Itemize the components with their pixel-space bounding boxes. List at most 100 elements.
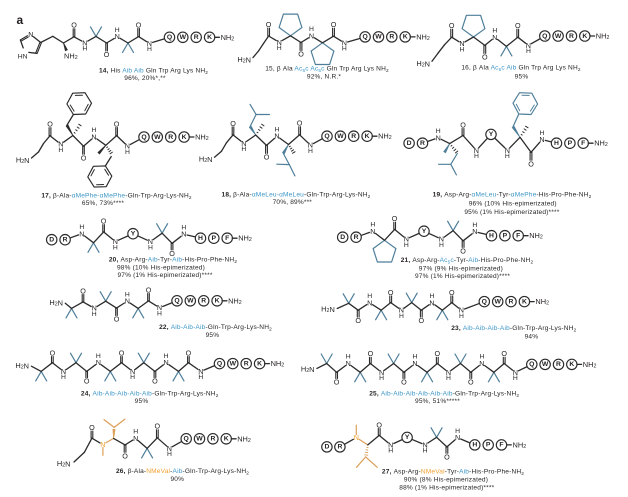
- svg-text:H: H: [115, 27, 120, 34]
- svg-text:W: W: [196, 436, 203, 443]
- svg-text:H: H: [342, 46, 347, 53]
- svg-text:N: N: [354, 433, 359, 442]
- svg-text:16, β Ala Ac5c Aib Gln Trp Arg: 16, β Ala Ac5c Aib Gln Trp Arg Lys NH2: [461, 64, 581, 72]
- svg-text:H: H: [309, 26, 314, 33]
- svg-text:R: R: [556, 361, 561, 368]
- svg-text:N: N: [274, 132, 279, 141]
- svg-text:W: W: [187, 298, 194, 305]
- svg-text:R: R: [351, 133, 356, 140]
- svg-text:N: N: [125, 142, 130, 151]
- svg-text:N: N: [429, 298, 434, 307]
- svg-text:H: H: [58, 147, 63, 154]
- svg-text:24, Aib-Aib-Aib-Aib-Aib-Gln-Tr: 24, Aib-Aib-Aib-Aib-Aib-Gln-Trp-Arg-Lys-…: [81, 390, 219, 398]
- svg-text:O: O: [122, 451, 128, 460]
- svg-text:D: D: [49, 237, 54, 244]
- svg-text:H: H: [505, 153, 510, 160]
- svg-text:O: O: [388, 288, 394, 297]
- svg-text:H2N: H2N: [301, 364, 315, 374]
- svg-text:NH2: NH2: [271, 359, 285, 369]
- svg-text:O: O: [71, 21, 77, 30]
- svg-text:W: W: [180, 34, 187, 41]
- svg-text:O: O: [401, 378, 407, 387]
- svg-text:H: H: [125, 149, 130, 156]
- svg-text:H: H: [130, 374, 135, 381]
- svg-text:N: N: [130, 367, 135, 376]
- svg-text:NH2: NH2: [378, 132, 392, 142]
- svg-text:O: O: [230, 119, 236, 128]
- svg-text:N: N: [388, 440, 393, 449]
- svg-text:N: N: [455, 433, 460, 442]
- svg-text:O: O: [155, 422, 161, 431]
- svg-text:H: H: [92, 311, 97, 318]
- svg-text:N: N: [113, 237, 118, 246]
- svg-text:NH2: NH2: [535, 297, 549, 307]
- svg-text:NH2: NH2: [416, 32, 430, 42]
- svg-text:H: H: [472, 222, 477, 229]
- svg-text:O: O: [334, 378, 340, 387]
- svg-text:NH2: NH2: [228, 296, 242, 306]
- svg-text:N: N: [28, 30, 33, 39]
- svg-text:O: O: [146, 285, 152, 294]
- svg-text:O: O: [84, 377, 90, 386]
- svg-text:N: N: [459, 39, 464, 48]
- svg-text:95%: 95%: [206, 331, 220, 338]
- svg-text:O: O: [101, 217, 107, 226]
- svg-text:N: N: [472, 227, 477, 236]
- svg-text:O: O: [392, 214, 398, 223]
- svg-text:a: a: [17, 13, 24, 27]
- svg-text:27, Asp-Arg-NMeVal-Tyr-Aib-His: 27, Asp-Arg-NMeVal-Tyr-Aib-His-Pro-Phe-N…: [382, 468, 524, 476]
- svg-text:NH2: NH2: [583, 360, 597, 370]
- svg-text:H: H: [157, 311, 162, 318]
- svg-text:H: H: [554, 140, 559, 147]
- svg-text:R: R: [194, 34, 199, 41]
- svg-text:96%, 20%*,**: 96%, 20%*,**: [124, 75, 166, 82]
- svg-text:N: N: [309, 32, 314, 41]
- svg-text:O: O: [298, 50, 304, 59]
- svg-text:O: O: [468, 378, 474, 387]
- svg-text:R: R: [354, 234, 359, 241]
- svg-text:H: H: [379, 375, 384, 382]
- svg-text:O: O: [376, 421, 382, 430]
- svg-text:Y: Y: [422, 228, 427, 235]
- svg-text:26, β-Ala-NMeVal-Aib-Gln-Trp-A: 26, β-Ala-NMeVal-Aib-Gln-Trp-Arg-Lys-NH2: [116, 467, 249, 475]
- svg-text:NH2: NH2: [238, 234, 252, 244]
- svg-text:H: H: [460, 46, 465, 53]
- svg-text:Y: Y: [405, 434, 410, 441]
- svg-text:F: F: [516, 233, 520, 240]
- svg-text:H: H: [277, 45, 282, 52]
- svg-text:K: K: [365, 133, 370, 140]
- svg-text:Q: Q: [217, 360, 222, 367]
- svg-text:N: N: [526, 41, 531, 50]
- svg-text:W: W: [555, 33, 562, 40]
- svg-text:H: H: [275, 126, 280, 133]
- svg-text:H: H: [430, 293, 435, 300]
- svg-text:N: N: [446, 368, 451, 377]
- svg-text:N: N: [404, 235, 409, 244]
- svg-text:N: N: [459, 306, 464, 315]
- svg-text:N: N: [367, 298, 372, 307]
- svg-text:H: H: [492, 28, 497, 35]
- svg-text:94%: 94%: [525, 333, 539, 340]
- svg-text:O: O: [528, 159, 534, 168]
- svg-text:K: K: [182, 134, 187, 141]
- svg-text:R: R: [569, 33, 574, 40]
- svg-text:O: O: [460, 121, 466, 130]
- svg-text:W: W: [154, 134, 161, 141]
- svg-text:K: K: [582, 33, 587, 40]
- svg-text:NH2: NH2: [529, 231, 543, 241]
- svg-text:H: H: [198, 235, 203, 242]
- svg-text:O: O: [136, 21, 142, 30]
- svg-text:O: O: [368, 349, 374, 358]
- svg-text:R: R: [509, 298, 514, 305]
- svg-text:H: H: [92, 127, 97, 134]
- svg-text:NH2: NH2: [513, 440, 527, 450]
- svg-text:90% (8% His-epimerizated): 90% (8% His-epimerizated): [404, 476, 488, 483]
- svg-text:N: N: [61, 367, 66, 376]
- svg-text:N: N: [198, 367, 203, 376]
- svg-text:O: O: [50, 348, 56, 357]
- svg-text:K: K: [207, 34, 212, 41]
- svg-text:95%, 51%*****: 95%, 51%*****: [415, 398, 460, 405]
- svg-text:N: N: [115, 32, 120, 41]
- svg-text:N: N: [505, 146, 510, 155]
- svg-text:N: N: [92, 304, 97, 313]
